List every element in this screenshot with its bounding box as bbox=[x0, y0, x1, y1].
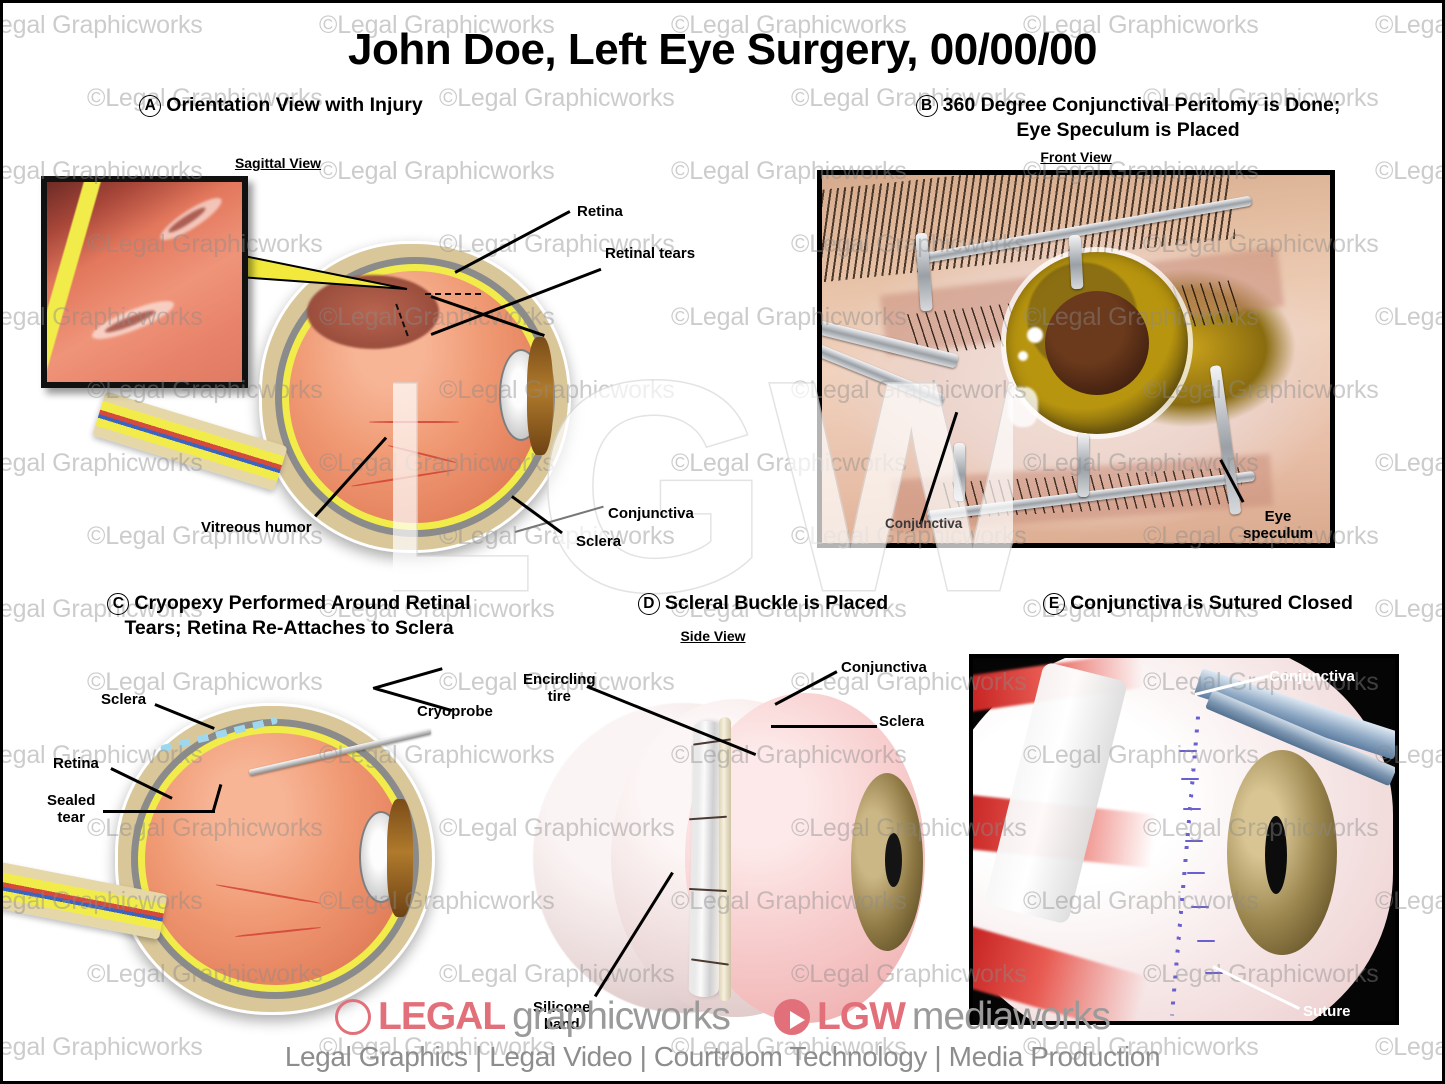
panel-d-heading-text: Scleral Buckle is Placed bbox=[664, 592, 889, 614]
label-conjunctiva-b: Conjunctiva bbox=[885, 516, 963, 531]
lgw-mediaworks-logo: LGW mediaworks bbox=[773, 995, 1111, 1039]
corneal-reflex bbox=[1027, 327, 1043, 343]
suture-stitch bbox=[1181, 778, 1199, 780]
retinal-vessel bbox=[369, 421, 459, 423]
label-retina-c: Retina bbox=[53, 755, 99, 772]
panel-c-heading-line1: Cryopexy Performed Around Retinal bbox=[134, 592, 471, 614]
panel-b-view-label: Front View bbox=[1040, 149, 1112, 165]
page-title: John Doe, Left Eye Surgery, 00/00/00 bbox=[347, 25, 1098, 74]
speculum-lower-hook-left bbox=[954, 443, 965, 501]
label-retina-a: Retina bbox=[577, 203, 623, 220]
label-suture: Suture bbox=[1303, 1003, 1351, 1020]
corneal-reflex bbox=[1018, 351, 1028, 361]
logo-legal-text: LEGAL bbox=[378, 995, 506, 1038]
suture-stitch bbox=[1205, 972, 1223, 974]
pupil bbox=[1045, 291, 1149, 396]
label-encircling-tire: Encircling tire bbox=[523, 671, 596, 705]
logo-lgw-text: LGW bbox=[816, 995, 906, 1038]
silicone-band bbox=[719, 717, 731, 1001]
panel-c-badge: C bbox=[107, 593, 130, 615]
tear-marker bbox=[425, 293, 481, 295]
suture-stitch bbox=[1183, 808, 1201, 810]
panel-e-badge: E bbox=[1043, 593, 1066, 615]
label-sclera-d: Sclera bbox=[879, 713, 925, 730]
footer-tagline: Legal Graphics | Legal Video | Courtroom… bbox=[284, 1041, 1161, 1072]
label-sclera-c: Sclera bbox=[101, 691, 147, 708]
logo-graphicworks-text: graphicworks bbox=[512, 995, 731, 1038]
suture-stitch bbox=[1187, 872, 1205, 874]
legal-graphicworks-logo: LEGAL graphicworks bbox=[335, 995, 731, 1039]
inset-magnified-tear bbox=[41, 176, 248, 388]
corneal-reflex bbox=[1008, 387, 1038, 427]
leader-cryoprobe bbox=[372, 667, 443, 690]
panel-b-badge: B bbox=[915, 95, 938, 117]
front-view-eye-photo bbox=[817, 170, 1335, 548]
eye-cross-section-c bbox=[115, 703, 435, 1015]
label-conjunctiva-e: Conjunctiva bbox=[1269, 668, 1355, 685]
panel-a-view-label: Sagittal View bbox=[234, 155, 322, 171]
inset-retina-band bbox=[47, 182, 138, 382]
sutured-conjunctiva-photo bbox=[969, 654, 1399, 1025]
label-conjunctiva-a: Conjunctiva bbox=[608, 505, 694, 522]
panel-b-heading-line2: Eye Speculum is Placed bbox=[1016, 119, 1240, 141]
play-icon bbox=[773, 999, 810, 1035]
label-sealed-tear: Sealed tear bbox=[47, 792, 96, 826]
logo-mediaworks-text: mediaworks bbox=[911, 995, 1111, 1038]
suture-stitch bbox=[1185, 840, 1203, 842]
label-sclera-a: Sclera bbox=[576, 533, 622, 550]
watermark-text: ©Legal Graphicworks bbox=[1375, 157, 1442, 185]
footer: LEGAL graphicworks LGW mediaworks Legal … bbox=[3, 995, 1442, 1073]
watermark-text: ©Legal Graphicworks bbox=[1375, 449, 1442, 477]
panel-a-heading-text: Orientation View with Injury bbox=[166, 94, 423, 116]
leader-sealed-tear bbox=[103, 810, 215, 813]
panel-c-heading-line2: Tears; Retina Re-Attaches to Sclera bbox=[124, 617, 454, 639]
panel-d-view-label: Side View bbox=[680, 628, 746, 644]
label-eye-speculum: Eye speculum bbox=[1243, 508, 1314, 542]
pupil bbox=[885, 833, 902, 887]
optic-nerve-a bbox=[92, 391, 288, 491]
label-vitreous-humor: Vitreous humor bbox=[201, 519, 312, 536]
suture-stitch bbox=[1191, 906, 1209, 908]
panel-a-badge: A bbox=[139, 95, 162, 117]
suture-stitch bbox=[1179, 750, 1197, 752]
panel-e-heading-text: Conjunctiva is Sutured Closed bbox=[1070, 592, 1353, 614]
optic-nerve-c bbox=[3, 856, 168, 940]
watermark-text: ©Legal Graphicworks bbox=[1375, 303, 1442, 331]
eye-cross-section-a bbox=[259, 241, 571, 553]
panel-b-heading-line1: 360 Degree Conjunctival Peritomy is Done… bbox=[942, 94, 1341, 116]
eye-globe-3d bbox=[533, 693, 925, 1033]
inset-pointer bbox=[239, 253, 408, 290]
label-retinal-tears: Retinal tears bbox=[605, 245, 696, 262]
label-silicone-band: Silicone band bbox=[533, 999, 591, 1033]
speculum-lower-hook-mid bbox=[1078, 433, 1089, 497]
label-conjunctiva-d: Conjunctiva bbox=[841, 659, 927, 676]
footer-logos: LEGAL graphicworks LGW mediaworks bbox=[3, 995, 1442, 1039]
leader-sclera-d bbox=[771, 725, 877, 728]
pupil bbox=[1265, 816, 1287, 894]
iris bbox=[527, 337, 553, 455]
iris bbox=[387, 799, 413, 917]
suture-stitch bbox=[1197, 940, 1215, 942]
label-cryoprobe: Cryoprobe bbox=[417, 703, 493, 720]
magnifier-icon bbox=[335, 999, 371, 1035]
panel-d-badge: D bbox=[637, 593, 660, 615]
